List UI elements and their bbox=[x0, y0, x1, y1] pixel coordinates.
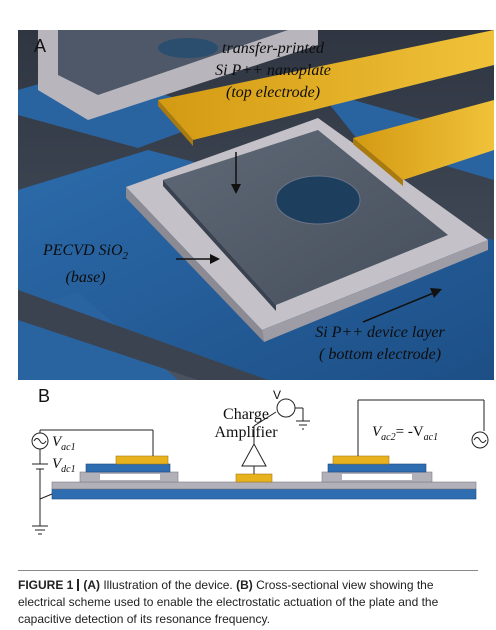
panel-b-schematic: B Charge Amplifier V Vac1 Vdc1 Vac2= -Va… bbox=[18, 386, 494, 561]
figure-label: FIGURE 1 bbox=[18, 578, 74, 592]
base-subscript: 2 bbox=[122, 250, 129, 263]
vdc1-main: V bbox=[52, 456, 62, 472]
vac1-label: Vac1 bbox=[52, 434, 76, 453]
vac2-main: V bbox=[372, 424, 382, 440]
device-layer-label: Si P++ device layer ( bottom electrode) bbox=[280, 322, 480, 366]
circuit-schematic bbox=[31, 398, 489, 535]
charge-amplifier-label: Charge Amplifier bbox=[206, 406, 286, 442]
base-label: PECVD SiO2 (base) bbox=[43, 240, 128, 289]
top-electrode-line2: Si P++ nanoplate bbox=[215, 62, 331, 79]
vac2-subscript: ac2 bbox=[381, 432, 396, 443]
voltmeter-symbol: V bbox=[272, 388, 281, 402]
figure-caption: FIGURE 1(A) Illustration of the device. … bbox=[18, 570, 478, 628]
caption-separator bbox=[77, 579, 80, 591]
caption-a-tag: (A) bbox=[83, 578, 101, 592]
vac2-equals: = -V bbox=[395, 424, 424, 440]
device-3d-render bbox=[18, 30, 494, 380]
panel-a-illustration: A transfer-printed Si P++ nanoplate (top… bbox=[18, 30, 494, 380]
panel-a-letter: A bbox=[34, 36, 47, 56]
top-electrode-label: transfer-printed Si P++ nanoplate (top e… bbox=[168, 38, 378, 104]
vac2-equals-subscript: ac1 bbox=[423, 432, 439, 443]
panel-b-letter: B bbox=[38, 386, 51, 406]
vac1-main: V bbox=[52, 434, 62, 450]
vac1-subscript: ac1 bbox=[61, 442, 76, 453]
top-electrode-line1: transfer-printed bbox=[222, 40, 324, 57]
caption-b-text: Cross-sectional view showing the electri… bbox=[18, 578, 439, 626]
base-line1: PECVD SiO bbox=[43, 242, 123, 259]
amplifier-word: Amplifier bbox=[214, 424, 278, 441]
top-electrode-line3: (top electrode) bbox=[225, 84, 321, 101]
caption-a-text: Illustration of the device. bbox=[100, 578, 237, 592]
device-layer-line1: Si P++ device layer bbox=[315, 324, 445, 341]
charge-word: Charge bbox=[223, 406, 269, 423]
vac2-label: Vac2= -Vac1 bbox=[372, 424, 438, 443]
caption-b-tag: (B) bbox=[236, 578, 253, 592]
base-line2: (base) bbox=[65, 269, 106, 287]
vdc1-subscript: dc1 bbox=[61, 464, 76, 475]
device-layer-line2: ( bottom electrode) bbox=[318, 346, 442, 363]
vdc1-label: Vdc1 bbox=[52, 456, 76, 475]
